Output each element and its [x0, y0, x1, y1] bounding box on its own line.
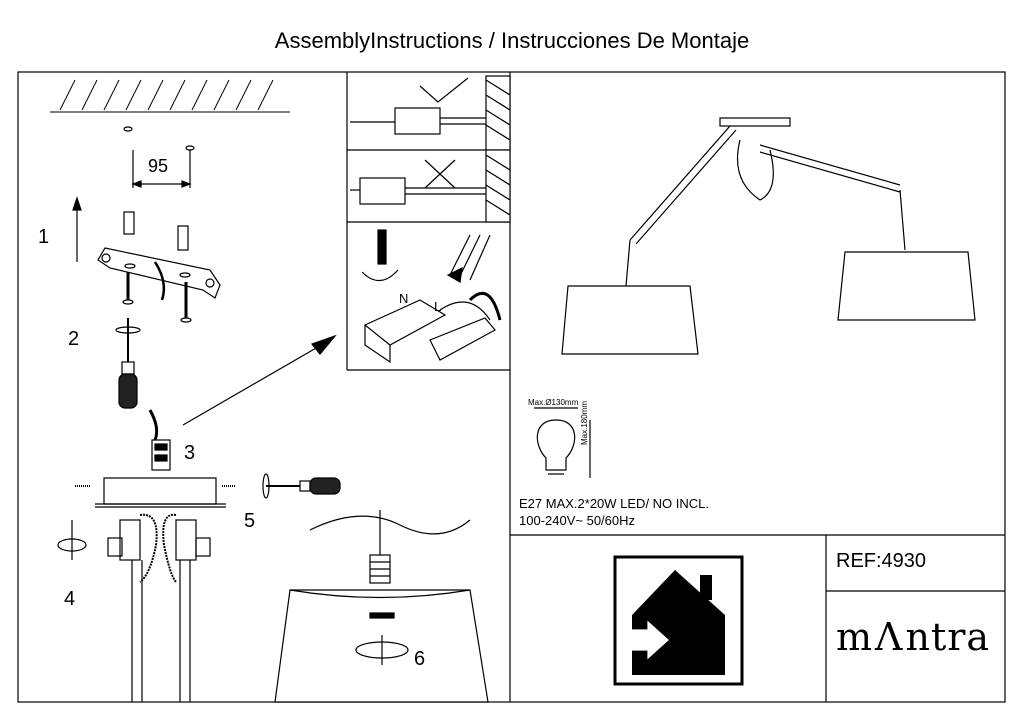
- bulb-diagram: [534, 407, 591, 478]
- screwdriver-horizontal-icon: [262, 473, 341, 499]
- bulb-max-diameter: Max.Ø130mm: [528, 398, 579, 407]
- terminal-block: [148, 409, 171, 471]
- wire-label-n: N: [399, 291, 409, 306]
- rotate-arrow-icon: [57, 520, 87, 560]
- wire-label-l: L: [434, 299, 442, 314]
- canopy: [95, 477, 226, 702]
- ceiling-hatch: [50, 79, 290, 113]
- step-4-label: 4: [64, 588, 76, 610]
- callout-line: [182, 339, 331, 426]
- outer-frame: [17, 71, 1006, 703]
- step-3-label: 3: [184, 442, 196, 464]
- screwdriver-icon: [115, 318, 141, 409]
- step-6-label: 6: [414, 648, 426, 670]
- check-icon: [419, 77, 469, 103]
- spec-line-2: 100-240V~ 50/60Hz: [519, 513, 636, 528]
- dimension-95: [131, 150, 192, 188]
- step-5-label: 5: [244, 510, 256, 532]
- correct-connection: [350, 75, 511, 151]
- bulb-max-height: Max.180mm: [580, 400, 589, 445]
- step-1-label: 1: [38, 226, 50, 248]
- wiring-detail: [361, 229, 502, 364]
- indoor-use-icon: [613, 555, 744, 686]
- bracket-assembly: [72, 196, 221, 323]
- spec-line-1: E27 MAX.2*20W LED/ NO INCL.: [519, 496, 710, 511]
- reference-number: REF:4930: [836, 550, 927, 572]
- incorrect-connection: [350, 149, 511, 223]
- brand-logo: mΛntra: [836, 615, 991, 659]
- page-title: AssemblyInstructions / Instrucciones De …: [274, 28, 750, 53]
- step-2-label: 2: [68, 328, 80, 350]
- cross-icon: [424, 159, 456, 189]
- shade-installation: [274, 510, 489, 703]
- pendant-lamp: [561, 117, 976, 355]
- dimension-label: 95: [148, 156, 169, 176]
